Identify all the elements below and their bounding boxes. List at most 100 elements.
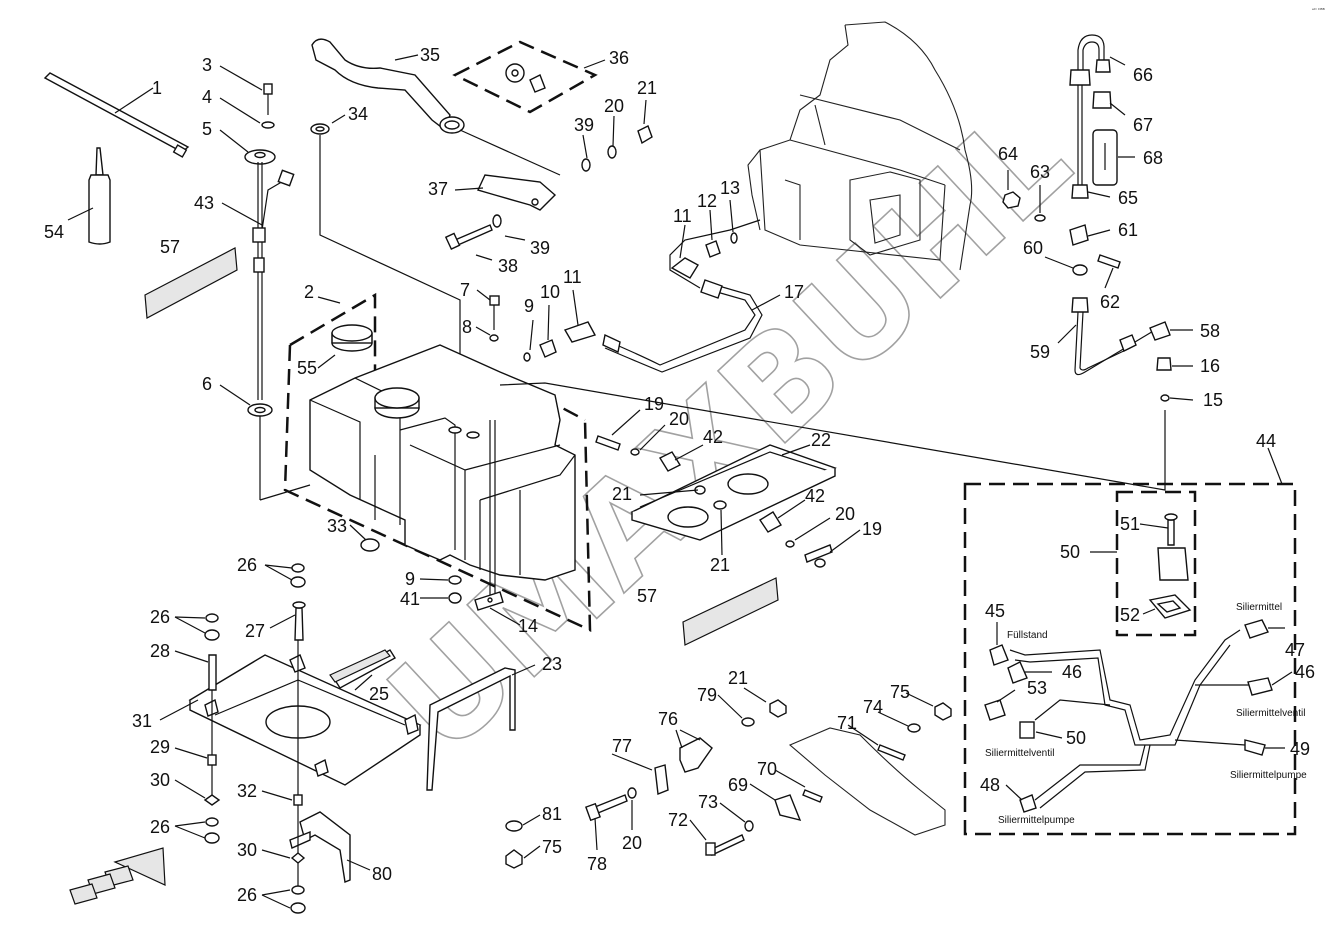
callout: 11: [673, 206, 692, 226]
callout: 21: [612, 484, 632, 504]
callout: 32: [237, 781, 257, 801]
callout: 37: [428, 179, 448, 199]
callout: 44: [1256, 431, 1276, 451]
callout: 25: [369, 684, 389, 704]
wiring-label-siliermittelventil: Siliermittelventil: [985, 748, 1054, 759]
callout: 52: [1120, 605, 1140, 625]
callout: 20: [604, 96, 624, 116]
clamp-hardware: [585, 699, 787, 822]
callout: 66: [1133, 65, 1153, 85]
hose-route-line: [499, 382, 1166, 491]
nut: [505, 849, 523, 869]
callout: 34: [348, 104, 368, 124]
callout: 6: [202, 374, 212, 394]
wiring-label-siliermittelpumpe: Siliermittelpumpe: [1230, 770, 1307, 781]
mounting-bracket: [444, 125, 653, 250]
callout: 2: [304, 282, 314, 302]
callout: 73: [698, 792, 718, 812]
tank-lid: [331, 324, 373, 352]
callout: 9: [405, 569, 415, 589]
callout: 60: [1023, 238, 1043, 258]
tank-base-frame: [188, 649, 422, 883]
callout: 48: [980, 775, 1000, 795]
pump-mounting-plate: [595, 435, 837, 568]
callout: 70: [757, 759, 777, 779]
callout: 19: [644, 394, 664, 414]
callout: 75: [542, 837, 562, 857]
callout: 21: [637, 78, 657, 98]
callout: 26: [150, 817, 170, 837]
callout: 75: [890, 682, 910, 702]
callout: 55: [297, 358, 317, 378]
callout: 43: [194, 193, 214, 213]
callout: 20: [669, 409, 689, 429]
callout: 26: [237, 885, 257, 905]
callout: 54: [44, 222, 64, 242]
callout: 77: [612, 736, 632, 756]
callout: 50: [1066, 728, 1086, 748]
callout: 26: [150, 607, 170, 627]
direction-arrow: [69, 847, 166, 905]
tank-fittings: [360, 295, 597, 611]
wiring-labels: Füllstand Siliermittel Siliermittelventi…: [985, 602, 1307, 826]
callout: 46: [1062, 662, 1082, 682]
callout: 23: [542, 654, 562, 674]
callout: 28: [150, 641, 170, 661]
filler-pipe: [310, 38, 561, 380]
callout: 33: [327, 516, 347, 536]
callout: 22: [811, 430, 831, 450]
callout: 53: [1027, 678, 1047, 698]
callout: 41: [400, 589, 420, 609]
callout: 59: [1030, 342, 1050, 362]
callout: 38: [498, 256, 518, 276]
tank-cap-detail: [452, 40, 598, 114]
callout: 64: [998, 144, 1018, 164]
callout: 21: [710, 555, 730, 575]
callout: 62: [1100, 292, 1120, 312]
callout: 36: [609, 48, 629, 68]
callout: 12: [697, 191, 717, 211]
wiring-label-siliermittel: Siliermittel: [1236, 602, 1282, 613]
callout: 68: [1143, 148, 1163, 168]
callout: 65: [1118, 188, 1138, 208]
hose-assembly: [602, 219, 763, 373]
callout: 4: [202, 87, 212, 107]
callout: 58: [1200, 321, 1220, 341]
callout: 72: [668, 810, 688, 830]
machine-body-outline: [747, 21, 973, 271]
label-plate: [682, 577, 779, 646]
callout: 39: [530, 238, 550, 258]
callout: 47: [1285, 640, 1305, 660]
tension-strap: [426, 667, 516, 791]
callout: 20: [622, 833, 642, 853]
callout: 76: [658, 709, 678, 729]
main-tank: [283, 292, 592, 632]
callout: 67: [1133, 115, 1153, 135]
wiring-label-siliermittelpumpe: Siliermittelpumpe: [998, 815, 1075, 826]
level-sensor: [244, 83, 311, 501]
wiring-harness-group: [963, 482, 1297, 836]
callout: 81: [542, 804, 562, 824]
callout: 46: [1295, 662, 1315, 682]
callout: 71: [837, 713, 857, 733]
sealant-tube: [88, 147, 111, 245]
callout: 3: [202, 55, 212, 75]
callout: 13: [720, 178, 740, 198]
callout: 19: [862, 519, 882, 539]
callout: 16: [1200, 356, 1220, 376]
cable-tie: [43, 72, 190, 158]
callout: 31: [132, 711, 152, 731]
callout: 8: [462, 317, 472, 337]
callout: 57: [637, 586, 657, 606]
callout: 49: [1290, 739, 1310, 759]
callout: 11: [563, 267, 582, 287]
callout: 63: [1030, 162, 1050, 182]
callout: 15: [1203, 390, 1223, 410]
callout: 35: [420, 45, 440, 65]
callout: 10: [540, 282, 560, 302]
bracket-hardware: [705, 702, 952, 856]
callout: 9: [524, 296, 534, 316]
pressure-line: [1002, 34, 1172, 402]
wiring-label-siliermittelventil: Siliermittelventil: [1236, 708, 1305, 719]
